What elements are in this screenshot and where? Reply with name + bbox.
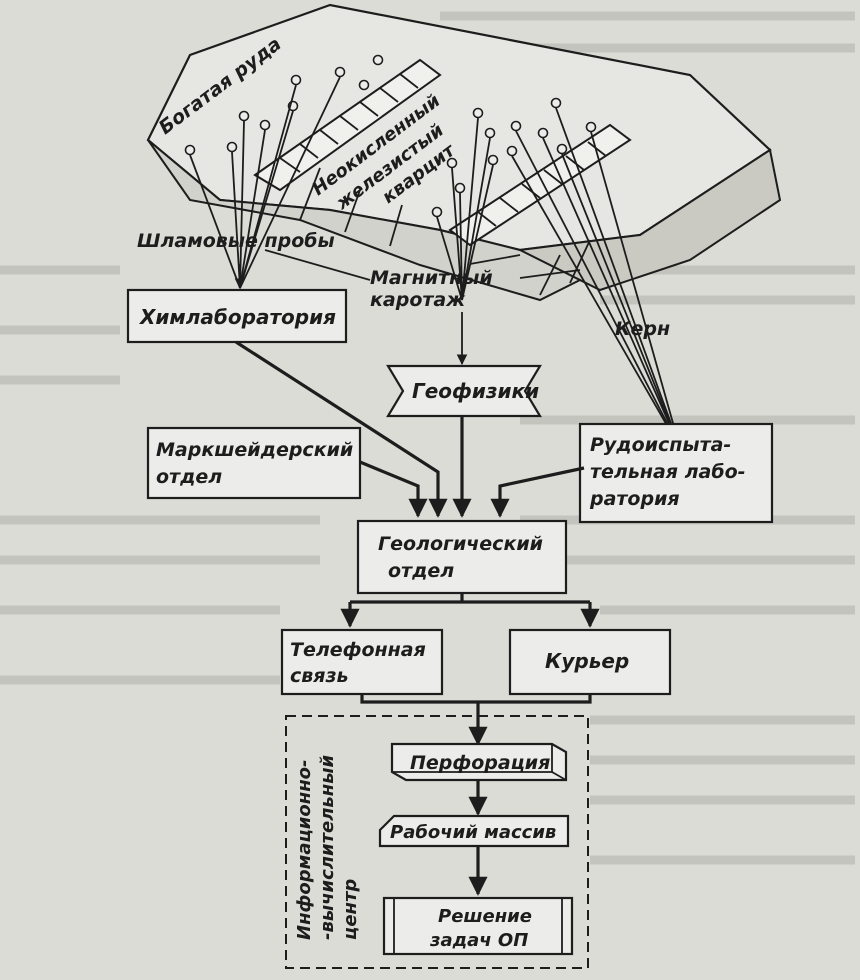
- node-orelab-line3: ратория: [589, 488, 680, 510]
- node-courier: Курьер: [508, 628, 672, 696]
- drill-holes: [184, 54, 597, 218]
- label-slime-samples: Шламовые пробы: [137, 230, 335, 252]
- node-survey-line2: отдел: [156, 466, 222, 488]
- node-solve-tasks: Решение задач ОП: [382, 896, 574, 956]
- label-magnetic-line1: Магнитный: [370, 267, 493, 289]
- node-work-array: Рабочий массив: [378, 814, 570, 848]
- slime-to-magnetic-line: [264, 249, 371, 281]
- core-lines: [511, 107, 681, 449]
- node-ore-lab: Рудоиспыта- тельная лабо- ратория: [578, 422, 774, 524]
- center-line2: -вычислительный: [317, 755, 338, 940]
- computing-center-boundary: [285, 715, 589, 969]
- node-geology-dept: Геологический отдел: [356, 519, 568, 595]
- node-perforation: Перфорация: [390, 742, 568, 782]
- node-perforation-label: Перфорация: [410, 752, 550, 774]
- ore-band-ticks-left: [279, 73, 419, 173]
- arrow-chemlab-to-geology: [235, 340, 448, 518]
- node-orelab-line2: тельная лабо-: [590, 461, 746, 483]
- node-geology-line2: отдел: [388, 560, 454, 582]
- ore-band-right: [448, 123, 632, 247]
- node-phone-line2: связь: [290, 665, 349, 687]
- node-solve-line1: Решение: [438, 906, 532, 927]
- geology-block: Богатая руда Неокисленный железистый ква…: [146, 3, 782, 302]
- arrow-survey-to-geology: [359, 460, 428, 518]
- node-phone-line1: Телефонная: [290, 639, 426, 661]
- background-text-lines: [0, 11, 855, 865]
- node-survey-line1: Маркшейдерский: [156, 439, 353, 461]
- node-courier-label: Курьер: [545, 649, 629, 673]
- node-geology-line1: Геологический: [378, 533, 543, 555]
- magnetic-lines: [436, 117, 494, 301]
- arrow-orelab-to-geology: [490, 466, 585, 518]
- arrow-phone-merge: [360, 694, 592, 704]
- block-side-face: [516, 148, 782, 292]
- node-geophysics-label: Геофизики: [412, 379, 539, 403]
- label-magnetic-line2: каротаж: [370, 289, 466, 311]
- node-chemlab-label: Химлаборатория: [138, 305, 336, 329]
- front-face-grid: [299, 167, 591, 296]
- computing-center-label: Информационно- -вычислительный центр: [294, 755, 361, 940]
- arrow-geology-split: [350, 593, 590, 604]
- center-line3: центр: [340, 879, 361, 940]
- node-workarray-label: Рабочий массив: [390, 822, 556, 843]
- node-geophysics: Геофизики: [386, 364, 542, 418]
- node-orelab-line1: Рудоиспыта-: [590, 434, 731, 456]
- node-chemlab: Химлаборатория: [126, 288, 348, 344]
- ore-band-ticks-right: [477, 141, 607, 227]
- node-survey-dept: Маркшейдерский отдел: [146, 426, 362, 500]
- node-phone: Телефонная связь: [280, 628, 444, 696]
- slime-sample-lines: [189, 76, 341, 289]
- center-line1: Информационно-: [294, 759, 315, 940]
- node-solve-line2: задач ОП: [429, 930, 528, 951]
- label-core: Керн: [615, 318, 670, 340]
